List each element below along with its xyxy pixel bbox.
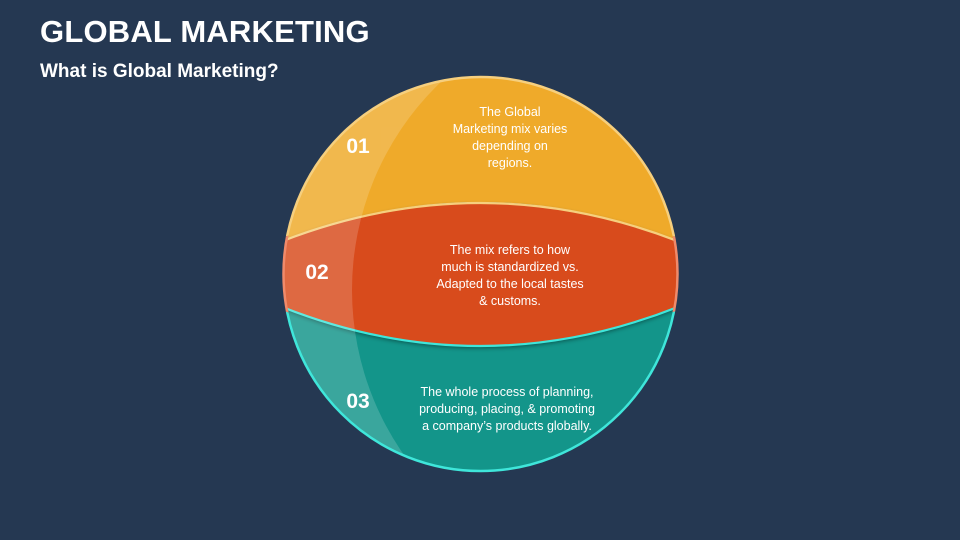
segment-02-line: much is standardized vs. <box>441 260 579 274</box>
page-title: GLOBAL MARKETING <box>40 14 370 49</box>
segment-03-line: a company’s products globally. <box>422 419 592 433</box>
highlight-crescent <box>283 76 678 472</box>
segment-03-line: producing, placing, & promoting <box>419 402 595 416</box>
segment-01-line: regions. <box>487 156 533 170</box>
segment-02-number: 02 <box>305 261 329 284</box>
segment-03-description: The whole process of planning, producing… <box>392 384 622 435</box>
segment-02-line: Adapted to the local tastes <box>436 277 584 291</box>
page-subtitle: What is Global Marketing? <box>40 61 279 82</box>
segment-01-line: Marketing mix varies <box>452 122 568 136</box>
segment-03-line: The whole process of planning, <box>420 385 594 399</box>
segment-01-line: depending on <box>472 139 548 153</box>
segment-01-description: The Global Marketing mix varies dependin… <box>420 104 600 172</box>
segment-02 <box>283 203 678 346</box>
segment-02-line: & customs. <box>479 294 541 308</box>
segment-01-number: 01 <box>346 135 370 158</box>
segment-01-line: The Global <box>479 105 541 119</box>
segment-03-number: 03 <box>346 390 370 413</box>
segment-02-description: The mix refers to how much is standardiz… <box>400 242 620 310</box>
segment-02-line: The mix refers to how <box>449 243 571 257</box>
